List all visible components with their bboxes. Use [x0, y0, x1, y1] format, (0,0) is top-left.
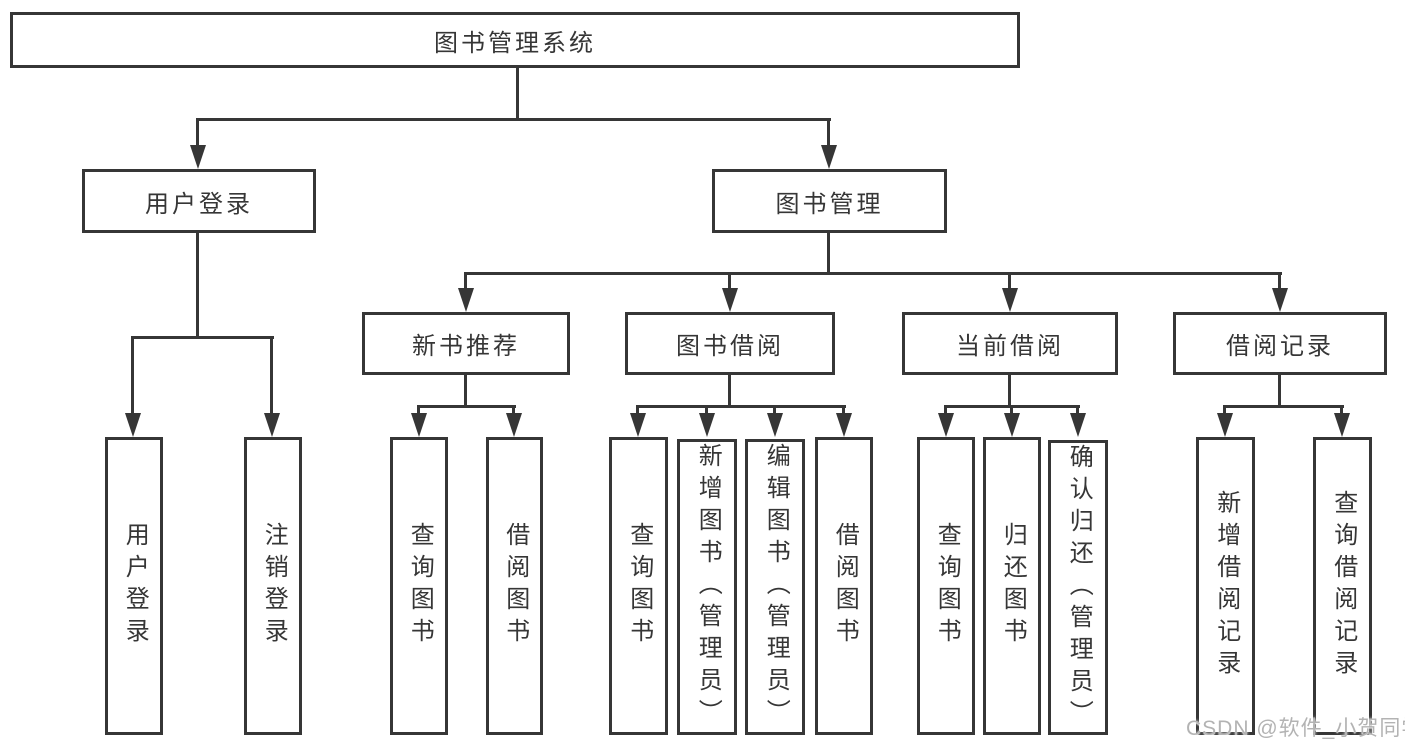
arrowhead-icon — [1272, 288, 1288, 312]
connector-line — [131, 336, 274, 339]
arrowhead-icon — [125, 413, 141, 437]
leaf-borrow-books-recommend: 借阅图书 — [486, 437, 543, 735]
connector-line — [1010, 405, 1013, 416]
arrowhead-icon — [1070, 413, 1086, 437]
leaf-label: 用户登录 — [121, 522, 149, 650]
leaf-borrow-books-borrowing: 借阅图书 — [815, 437, 873, 735]
connector-line — [1223, 405, 1226, 416]
leaf-label: 新增借阅记录 — [1212, 490, 1240, 682]
node-new-book-recommendation: 新书推荐 — [362, 312, 570, 375]
leaf-label: 确认归还（管理员） — [1065, 443, 1093, 732]
arrowhead-icon — [411, 413, 427, 437]
leaf-label: 借阅图书 — [831, 522, 859, 650]
connector-line — [827, 118, 830, 148]
connector-line — [196, 233, 199, 338]
node-library-management-system: 图书管理系统 — [10, 12, 1020, 68]
connector-line — [773, 405, 776, 416]
connector-line — [827, 233, 830, 275]
arrowhead-icon — [458, 288, 474, 312]
connector-line — [1340, 405, 1343, 416]
node-label: 图书管理 — [775, 190, 884, 218]
leaf-label: 查询图书 — [406, 522, 434, 650]
connector-line — [512, 405, 515, 416]
leaf-label: 新增图书（管理员） — [694, 443, 722, 731]
connector-line — [1278, 272, 1281, 291]
arrowhead-icon — [1002, 288, 1018, 312]
leaf-label: 查询图书 — [625, 522, 653, 650]
arrowhead-icon — [836, 413, 852, 437]
leaf-label: 查询图书 — [933, 522, 961, 650]
node-label: 图书管理系统 — [434, 29, 596, 57]
leaf-label: 编辑图书（管理员） — [762, 443, 790, 731]
node-label: 借阅记录 — [1226, 333, 1334, 360]
leaf-query-books-borrowing: 查询图书 — [609, 437, 668, 735]
connector-line — [1008, 272, 1011, 291]
node-book-borrowing: 图书借阅 — [625, 312, 835, 375]
connector-line — [516, 68, 519, 120]
connector-line — [417, 405, 516, 408]
node-current-borrowing: 当前借阅 — [902, 312, 1118, 375]
arrowhead-icon — [1004, 413, 1020, 437]
leaf-label: 归还图书 — [999, 522, 1027, 650]
arrowhead-icon — [767, 413, 783, 437]
leaf-query-books-current: 查询图书 — [917, 437, 975, 735]
connector-line — [464, 272, 1282, 275]
arrowhead-icon — [722, 288, 738, 312]
connector-line — [1076, 405, 1079, 416]
connector-line — [944, 405, 947, 416]
connector-line — [197, 118, 831, 121]
connector-line — [705, 405, 708, 416]
leaf-confirm-return-admin: 确认归还（管理员） — [1048, 440, 1108, 735]
node-label: 新书推荐 — [412, 333, 520, 360]
arrowhead-icon — [630, 413, 646, 437]
leaf-label: 查询借阅记录 — [1329, 490, 1357, 682]
leaf-query-books-recommend: 查询图书 — [390, 437, 448, 735]
node-borrowing-records: 借阅记录 — [1173, 312, 1387, 375]
node-book-management: 图书管理 — [712, 169, 947, 233]
connector-line — [636, 405, 846, 408]
arrowhead-icon — [506, 413, 522, 437]
leaf-add-books-admin: 新增图书（管理员） — [677, 439, 737, 735]
node-user-login: 用户登录 — [82, 169, 316, 233]
arrowhead-icon — [1334, 413, 1350, 437]
arrowhead-icon — [938, 413, 954, 437]
node-label: 图书借阅 — [676, 333, 784, 360]
connector-line — [1223, 405, 1344, 408]
connector-line — [270, 336, 273, 416]
connector-line — [1278, 375, 1281, 408]
arrowhead-icon — [699, 413, 715, 437]
connector-line — [464, 375, 467, 408]
connector-line — [728, 375, 731, 408]
connector-line — [1008, 375, 1011, 408]
leaf-logout: 注销登录 — [244, 437, 302, 735]
arrowhead-icon — [190, 145, 206, 169]
leaf-return-books: 归还图书 — [983, 437, 1041, 735]
arrowhead-icon — [1217, 413, 1233, 437]
leaf-label: 注销登录 — [260, 522, 288, 650]
leaf-query-borrow-record: 查询借阅记录 — [1313, 437, 1372, 735]
leaf-add-borrow-record: 新增借阅记录 — [1196, 437, 1255, 735]
connector-line — [842, 405, 845, 416]
leaf-label: 借阅图书 — [501, 522, 529, 650]
connector-line — [417, 405, 420, 416]
connector-line — [464, 272, 467, 291]
watermark: CSDN @软件_小贺同学 — [1186, 717, 1405, 740]
node-label: 用户登录 — [145, 190, 253, 218]
connector-line — [636, 405, 639, 416]
connector-line — [728, 272, 731, 291]
node-label: 当前借阅 — [956, 333, 1064, 360]
arrowhead-icon — [821, 145, 837, 169]
connector-line — [131, 336, 134, 416]
leaf-user-login: 用户登录 — [105, 437, 163, 735]
arrowhead-icon — [264, 413, 280, 437]
connector-line — [196, 118, 199, 148]
leaf-edit-books-admin: 编辑图书（管理员） — [745, 439, 805, 735]
